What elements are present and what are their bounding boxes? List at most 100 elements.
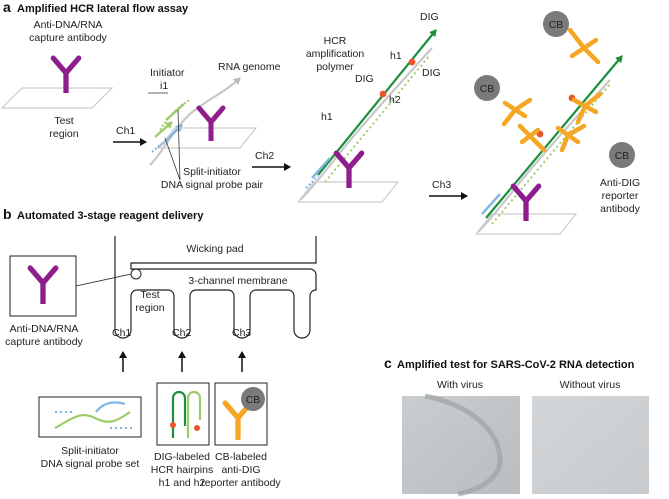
b-test-region-label-1: Test	[140, 289, 159, 301]
dig-dot-1	[379, 90, 387, 98]
probe-set-green	[54, 411, 131, 429]
h1-label-left: h1	[321, 111, 333, 123]
hcr-polymer-label-3: polymer	[316, 61, 354, 73]
cb-circle-top	[543, 11, 569, 37]
hairpin-dig-2	[194, 425, 200, 431]
hcr-polymer-dotted	[324, 54, 431, 183]
ch3-label-a: Ch3	[432, 179, 451, 191]
b-cb-label: CB	[246, 394, 261, 406]
split-initiator-label-1: Split-initiator	[183, 166, 241, 178]
panel-a-title: Amplified HCR lateral flow assay	[17, 3, 189, 15]
hcr-polymer-strand	[317, 29, 437, 176]
panel-b-letter: b	[3, 206, 12, 222]
with-virus-signal	[424, 393, 503, 497]
reporter-label-1: Anti-DIG	[600, 177, 640, 189]
stage2-antibody-icon	[336, 153, 361, 188]
membrane-label: 3-channel membrane	[188, 275, 287, 287]
probe-set-label-1: Split-initiator	[61, 445, 119, 457]
wicking-pad-label: Wicking pad	[186, 243, 243, 255]
b-capture-label-2: capture antibody	[5, 336, 83, 348]
hairpins-label-3: h1 and h2	[159, 477, 206, 489]
cb-antibody-label-3: reporter antibody	[201, 477, 281, 489]
test-region-label-1: Test	[54, 115, 73, 127]
probe-a-dotted	[159, 99, 191, 131]
split-pointer-1	[177, 109, 181, 181]
hairpin-dig-1	[170, 422, 176, 428]
reporter-antibody-right	[571, 91, 603, 125]
b-ch2-label: Ch2	[172, 327, 191, 339]
rna-genome-strand	[149, 77, 241, 166]
reporter-antibody-mid	[517, 123, 547, 153]
dig-label-right: DIG	[422, 67, 441, 79]
cb-antibody-label-2: anti-DIG	[221, 464, 260, 476]
probe-c-strand	[154, 121, 173, 138]
initiator-label-2: i1	[160, 80, 168, 92]
stage1-plane	[157, 127, 258, 149]
panel-c-title: Amplified test for SARS-CoV-2 RNA detect…	[397, 359, 635, 371]
panel-b-title: Automated 3-stage reagent delivery	[17, 210, 204, 222]
rna-genome-label: RNA genome	[218, 61, 281, 73]
hairpins-label-1: DIG-labeled	[154, 451, 210, 463]
stage2-probe-blue	[311, 157, 331, 179]
split-initiator-label-2: DNA signal probe pair	[161, 179, 264, 191]
test-region-connector	[75, 273, 132, 287]
cb-antibody-label-1: CB-labeled	[215, 451, 267, 463]
cb-label-right: CB	[615, 150, 630, 162]
capture-antibody-label-1: Anti-DNA/RNA	[34, 19, 103, 31]
dig-label-left: DIG	[355, 73, 374, 85]
ch1-label-a: Ch1	[116, 125, 135, 137]
stage3-polymer-dotted	[491, 83, 611, 225]
test-region-circle	[130, 268, 142, 280]
stage2-plane	[296, 181, 400, 203]
without-virus-photo	[532, 396, 649, 494]
hairpins-label-2: HCR hairpins	[151, 464, 213, 476]
stage3-plane	[474, 213, 578, 235]
capture-antibody-label-2: capture antibody	[29, 32, 107, 44]
with-virus-photo	[402, 396, 520, 494]
probe-b-dotted	[151, 139, 167, 153]
initiator-label-1: Initiator	[150, 67, 185, 79]
b-test-region-label-2: region	[135, 302, 164, 314]
hairpin-h1	[171, 390, 187, 438]
reporter-label-2: reporter	[602, 190, 639, 202]
b-capture-antibody-icon	[30, 268, 56, 303]
probe-set-box	[38, 396, 142, 438]
hairpin-h2	[186, 390, 202, 438]
ch2-label-a: Ch2	[255, 150, 274, 162]
initiator-strand	[165, 103, 185, 121]
stage2-probe-blue-dotted	[305, 175, 319, 189]
hcr-polymer-label-1: HCR	[324, 35, 347, 47]
panel-b: b Automated 3-stage reagent delivery Wic…	[3, 206, 317, 489]
reporter-antibody-mid-left	[501, 97, 533, 127]
reporter-antibody-lower-right	[555, 123, 587, 153]
stage1-antibody-icon	[199, 108, 223, 141]
cb-circle-right	[609, 142, 635, 168]
h2-label: h2	[389, 94, 401, 106]
device-outline	[114, 236, 317, 339]
hcr-polymer-label-2: amplification	[306, 48, 365, 60]
hairpins-box	[156, 382, 210, 446]
probe-set-label-2: DNA signal probe set	[41, 458, 140, 470]
cb-antibody-box	[214, 382, 268, 446]
b-cb-circle	[241, 387, 265, 411]
with-virus-label: With virus	[437, 379, 483, 391]
stage3-antibody-icon	[513, 186, 538, 221]
stage3-polymer-strand	[485, 55, 623, 219]
without-virus-label: Without virus	[560, 379, 621, 391]
dig-dot-2	[408, 58, 416, 66]
probe-set-blue	[95, 401, 126, 413]
panel-a-letter: a	[3, 0, 11, 15]
b-ch3-label: Ch3	[232, 327, 251, 339]
reporter-antibody-top	[567, 27, 601, 65]
test-region-label-2: region	[49, 128, 78, 140]
h1-label-top: h1	[390, 50, 402, 62]
cb-circle-left	[474, 75, 500, 101]
b-ch1-label: Ch1	[112, 327, 131, 339]
reporter-label-3: antibody	[600, 203, 640, 215]
b-capture-label-1: Anti-DNA/RNA	[10, 323, 79, 335]
cb-label-left: CB	[480, 83, 495, 95]
panel-c-letter: c	[384, 355, 392, 371]
panel-c: c Amplified test for SARS-CoV-2 RNA dete…	[384, 355, 649, 497]
split-pointer-2	[164, 137, 181, 181]
